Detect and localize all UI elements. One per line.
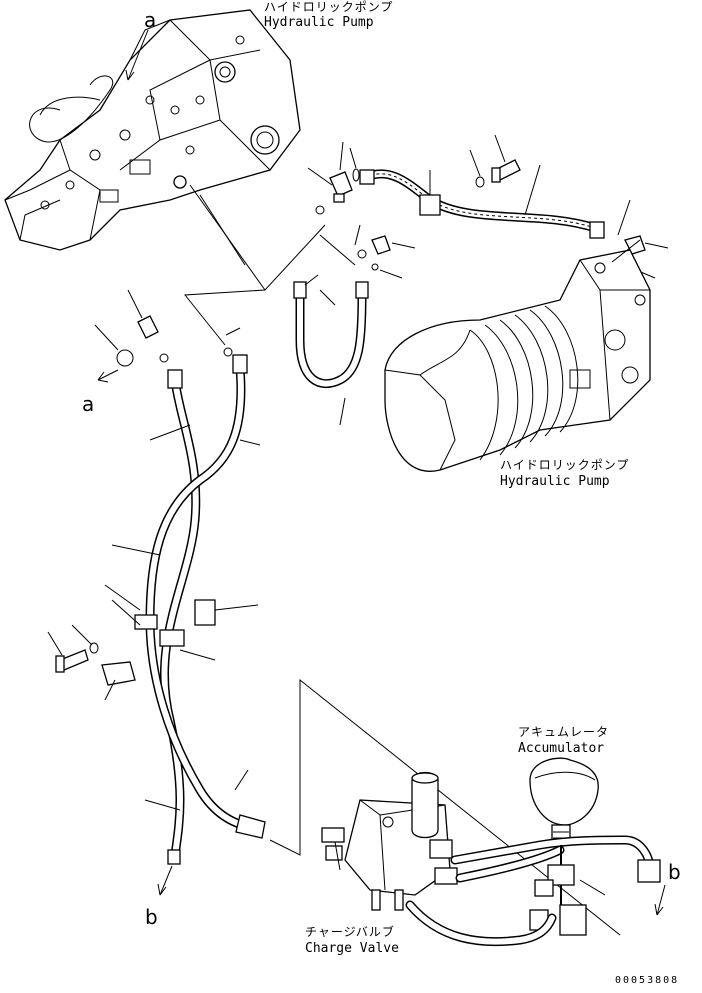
ref-letter-a-left: a [82,392,95,416]
left-fittings [94,289,241,383]
accumulator [529,757,599,846]
hose-top [359,134,631,239]
pump-right-label-en: Hydraulic Pump [500,474,610,489]
charge-valve-label-jp: チャージバルブ [305,925,395,939]
pump-top-label-jp: ハイドロリックポンプ [264,0,394,14]
ref-letter-b-bottom: b [145,905,158,929]
hydraulic-pump-right [384,249,651,472]
valve-tubes [405,835,666,947]
hoses-left [47,354,266,896]
ref-a-top-line [127,29,149,81]
accumulator-label-jp: アキュムレータ [518,725,610,739]
connection-line [269,678,621,936]
ref-letter-a-top: a [144,8,157,32]
pump-right-label-jp: ハイドロリックポンプ [500,458,630,472]
charge-valve [321,771,458,911]
pump-top-label-en: Hydraulic Pump [264,15,374,30]
ref-letter-b-right: b [668,860,681,884]
ref-a-top-arrow [125,69,135,81]
charge-valve-label-en: Charge Valve [305,941,399,956]
hydraulic-pump-top [4,9,301,251]
fittings-top [307,141,416,279]
drawing-code: 00053808 [615,975,680,986]
hose-u-shaped [293,274,369,426]
accumulator-label-en: Accumulator [518,741,605,756]
